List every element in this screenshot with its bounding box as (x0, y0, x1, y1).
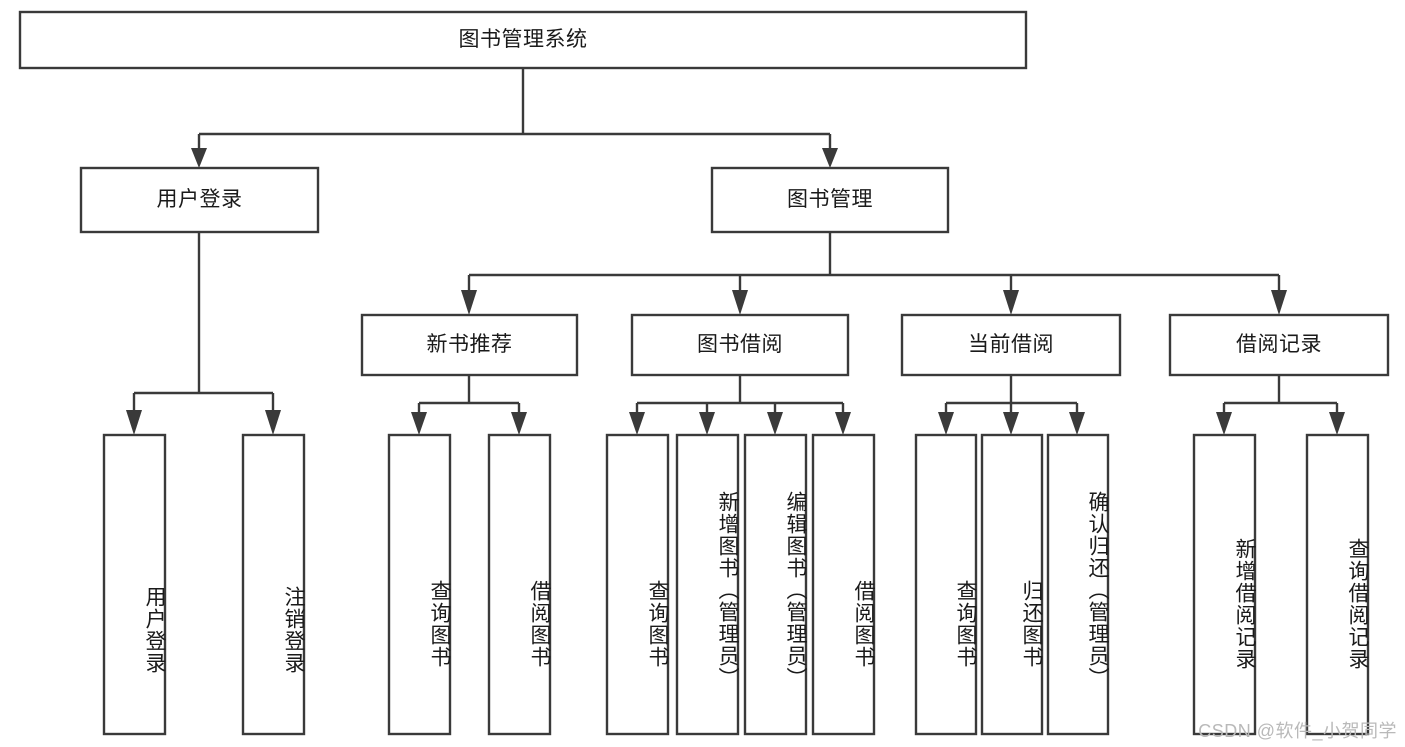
arrowhead-leaf-query-book-2 (629, 412, 645, 435)
connector-group-user-login (126, 232, 281, 435)
arrowhead-book-borrow (732, 290, 748, 315)
arrowhead-leaf-logout (265, 410, 281, 435)
node-box-leaf-logout[interactable] (241, 433, 306, 736)
node-box-leaf-add-record[interactable] (1192, 433, 1257, 736)
connector-group-new-book-rec (411, 375, 527, 435)
connector-group-book-borrow (629, 375, 851, 435)
node-box-borrow-record[interactable] (1168, 313, 1390, 377)
arrowhead-leaf-borrow-book-1 (511, 412, 527, 435)
connector-group-book-manage (461, 232, 1287, 315)
node-box-leaf-add-book[interactable] (675, 433, 740, 736)
connector-group-borrow-record (1216, 375, 1345, 435)
node-box-new-book-rec[interactable] (360, 313, 579, 377)
arrowhead-new-book-rec (461, 290, 477, 315)
arrowhead-leaf-query-book-1 (411, 412, 427, 435)
connector-group-root (191, 68, 838, 168)
node-box-leaf-confirm-return[interactable] (1046, 433, 1110, 736)
node-box-leaf-borrow-book-1[interactable] (487, 433, 552, 736)
arrowhead-leaf-query-record (1329, 412, 1345, 435)
arrowhead-book-manage (822, 148, 838, 168)
arrowhead-borrow-record (1271, 290, 1287, 315)
arrowhead-current-borrow (1003, 290, 1019, 315)
node-box-book-borrow[interactable] (630, 313, 850, 377)
arrowhead-leaf-query-book-3 (938, 412, 954, 435)
arrowhead-leaf-add-record (1216, 412, 1232, 435)
node-box-leaf-return-book[interactable] (980, 433, 1044, 736)
node-box-leaf-user-login[interactable] (102, 433, 167, 736)
arrowhead-leaf-confirm-return (1069, 412, 1085, 435)
node-box-root[interactable] (18, 10, 1028, 70)
connector-group-current-borrow (938, 375, 1085, 435)
arrowhead-leaf-edit-book (767, 412, 783, 435)
node-box-leaf-query-book-3[interactable] (914, 433, 978, 736)
node-box-leaf-query-record[interactable] (1305, 433, 1370, 736)
node-box-book-manage[interactable] (710, 166, 950, 234)
node-box-user-login[interactable] (79, 166, 320, 234)
node-box-leaf-query-book-1[interactable] (387, 433, 452, 736)
node-box-leaf-query-book-2[interactable] (605, 433, 670, 736)
node-box-current-borrow[interactable] (900, 313, 1122, 377)
watermark-text: CSDN @软件_小贺同学 (1198, 721, 1397, 741)
arrowhead-leaf-borrow-book-2 (835, 412, 851, 435)
arrowhead-leaf-user-login (126, 410, 142, 435)
node-box-leaf-borrow-book-2[interactable] (811, 433, 876, 736)
arrowhead-leaf-return-book (1003, 412, 1019, 435)
arrowhead-user-login (191, 148, 207, 168)
node-box-leaf-edit-book[interactable] (743, 433, 808, 736)
arrowhead-leaf-add-book (699, 412, 715, 435)
